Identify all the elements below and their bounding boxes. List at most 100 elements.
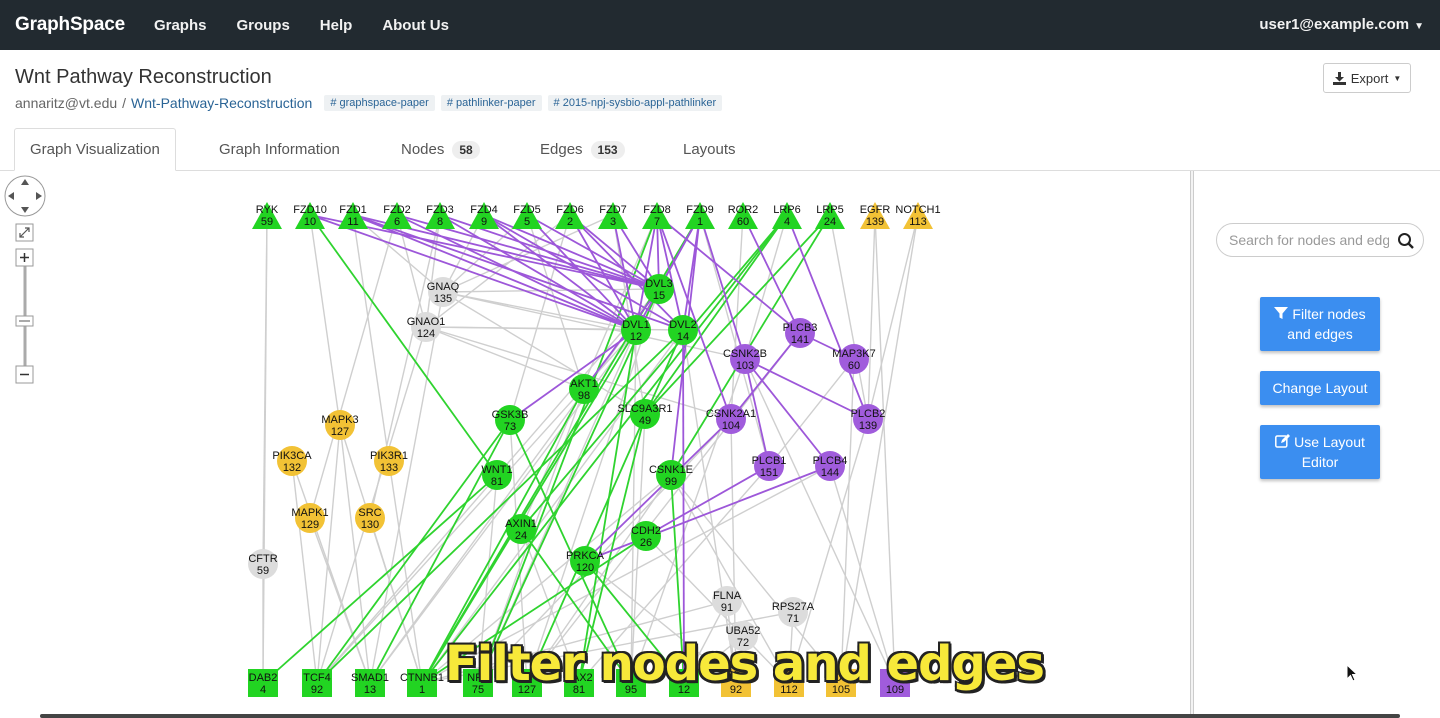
brand-logo[interactable]: GraphSpace <box>15 14 125 35</box>
node-shape[interactable] <box>355 503 385 533</box>
graph-edge[interactable] <box>867 214 919 420</box>
node-shape[interactable] <box>248 549 278 579</box>
node-shape[interactable] <box>860 202 890 229</box>
node-shape[interactable] <box>248 669 278 697</box>
graph-edge[interactable] <box>786 214 869 420</box>
export-button[interactable]: Export ▼ <box>1323 63 1411 93</box>
graph-edge[interactable] <box>644 214 788 415</box>
nav-graphs[interactable]: Graphs <box>153 16 207 34</box>
graph-edge[interactable] <box>742 214 801 334</box>
node-shape[interactable] <box>774 669 804 697</box>
graph-edge[interactable] <box>656 214 732 420</box>
pan-right-icon[interactable] <box>36 192 42 200</box>
graph-edge[interactable] <box>352 214 390 462</box>
graph-edge[interactable] <box>670 474 685 684</box>
graph-edge[interactable] <box>316 419 511 684</box>
node-shape[interactable] <box>469 202 499 229</box>
graph-edge[interactable] <box>829 214 869 420</box>
node-shape[interactable] <box>644 274 674 304</box>
node-shape[interactable] <box>669 669 699 697</box>
graph-edge[interactable] <box>578 329 637 684</box>
node-shape[interactable] <box>621 315 651 345</box>
graph-edge[interactable] <box>421 388 585 684</box>
graph-edge[interactable] <box>421 465 831 684</box>
graph-edge[interactable] <box>309 517 371 684</box>
node-shape[interactable] <box>428 277 458 307</box>
node-shape[interactable] <box>512 202 542 229</box>
graph-edge[interactable] <box>584 560 737 684</box>
graph-edge[interactable] <box>584 418 732 562</box>
tab-layouts[interactable]: Layouts <box>683 128 736 171</box>
node-shape[interactable] <box>564 669 594 697</box>
pan-up-icon[interactable] <box>21 179 29 185</box>
graph-edge[interactable] <box>584 465 831 562</box>
graph-edge[interactable] <box>730 214 744 420</box>
change-layout-button[interactable]: Change Layout <box>1260 371 1380 405</box>
graph-edge[interactable] <box>526 214 660 290</box>
graph-edge[interactable] <box>477 288 660 684</box>
use-layout-editor-button[interactable]: Use Layout Editor <box>1260 425 1380 479</box>
graph-edge[interactable] <box>645 465 770 537</box>
node-shape[interactable] <box>642 202 672 229</box>
search-icon[interactable] <box>1397 232 1415 250</box>
node-shape[interactable] <box>374 446 404 476</box>
search-box[interactable] <box>1216 223 1424 257</box>
graph-edge[interactable] <box>509 329 637 421</box>
graph-edge[interactable] <box>309 214 637 331</box>
pan-control[interactable] <box>4 175 46 217</box>
node-shape[interactable] <box>295 202 325 229</box>
node-shape[interactable] <box>630 399 660 429</box>
graph-edge[interactable] <box>526 288 660 684</box>
graph-edge[interactable] <box>656 214 801 334</box>
graph-edge[interactable] <box>262 474 498 684</box>
graph-edge[interactable] <box>352 214 637 331</box>
graph-edge[interactable] <box>874 214 896 684</box>
graph-edge[interactable] <box>682 329 685 684</box>
graph-node[interactable]: 112 <box>774 669 804 697</box>
graph-edge[interactable] <box>644 214 831 415</box>
graph-edge[interactable] <box>442 291 637 331</box>
graph-edge[interactable] <box>682 329 737 684</box>
node-shape[interactable] <box>716 404 746 434</box>
node-shape[interactable] <box>712 586 742 616</box>
graph-edge[interactable] <box>483 214 684 331</box>
node-shape[interactable] <box>754 451 784 481</box>
pan-left-icon[interactable] <box>8 192 14 200</box>
tab-graph-information[interactable]: Graph Information <box>219 128 340 171</box>
graph-edge[interactable] <box>421 329 637 684</box>
graph-edge[interactable] <box>262 214 268 565</box>
node-shape[interactable] <box>903 202 933 229</box>
node-shape[interactable] <box>506 514 536 544</box>
node-shape[interactable] <box>277 446 307 476</box>
graph-edge[interactable] <box>578 413 646 684</box>
graph-edge[interactable] <box>569 214 637 331</box>
zoom-out-icon[interactable] <box>15 365 34 384</box>
graph-edge[interactable] <box>840 214 919 684</box>
node-shape[interactable] <box>853 404 883 434</box>
graph-edge[interactable] <box>477 474 498 684</box>
